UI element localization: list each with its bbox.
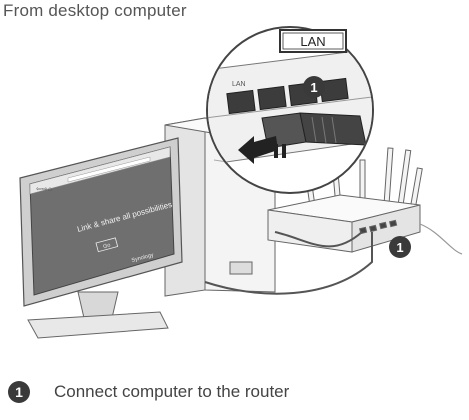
instruction-step: 1 Connect computer to the router [8, 381, 289, 403]
ethernet-plug [261, 112, 367, 149]
svg-text:Go: Go [103, 242, 112, 250]
lan-callout: LAN 1 LAN [206, 26, 374, 194]
router [267, 147, 423, 253]
lan-tag-label: LAN [300, 34, 325, 49]
router-step-badge: 1 [389, 236, 411, 258]
small-lan-label: LAN [232, 81, 246, 88]
screen-brand: Synology [131, 252, 155, 264]
svg-text:1: 1 [396, 240, 403, 255]
lan-tag [279, 29, 347, 53]
page-title: From desktop computer [3, 1, 187, 20]
screen-go-button: Go [95, 237, 119, 253]
insert-arrow-icon [238, 136, 286, 164]
step-number-badge: 1 [8, 381, 30, 403]
callout-step-number: 1 [310, 80, 317, 95]
callout-step-badge [303, 76, 325, 98]
cables [204, 223, 463, 295]
step-text: Connect computer to the router [54, 382, 290, 401]
browser-nav-icons: ⇦⇨⌂ [36, 186, 52, 193]
monitor: ⇦⇨⌂ [19, 137, 183, 339]
